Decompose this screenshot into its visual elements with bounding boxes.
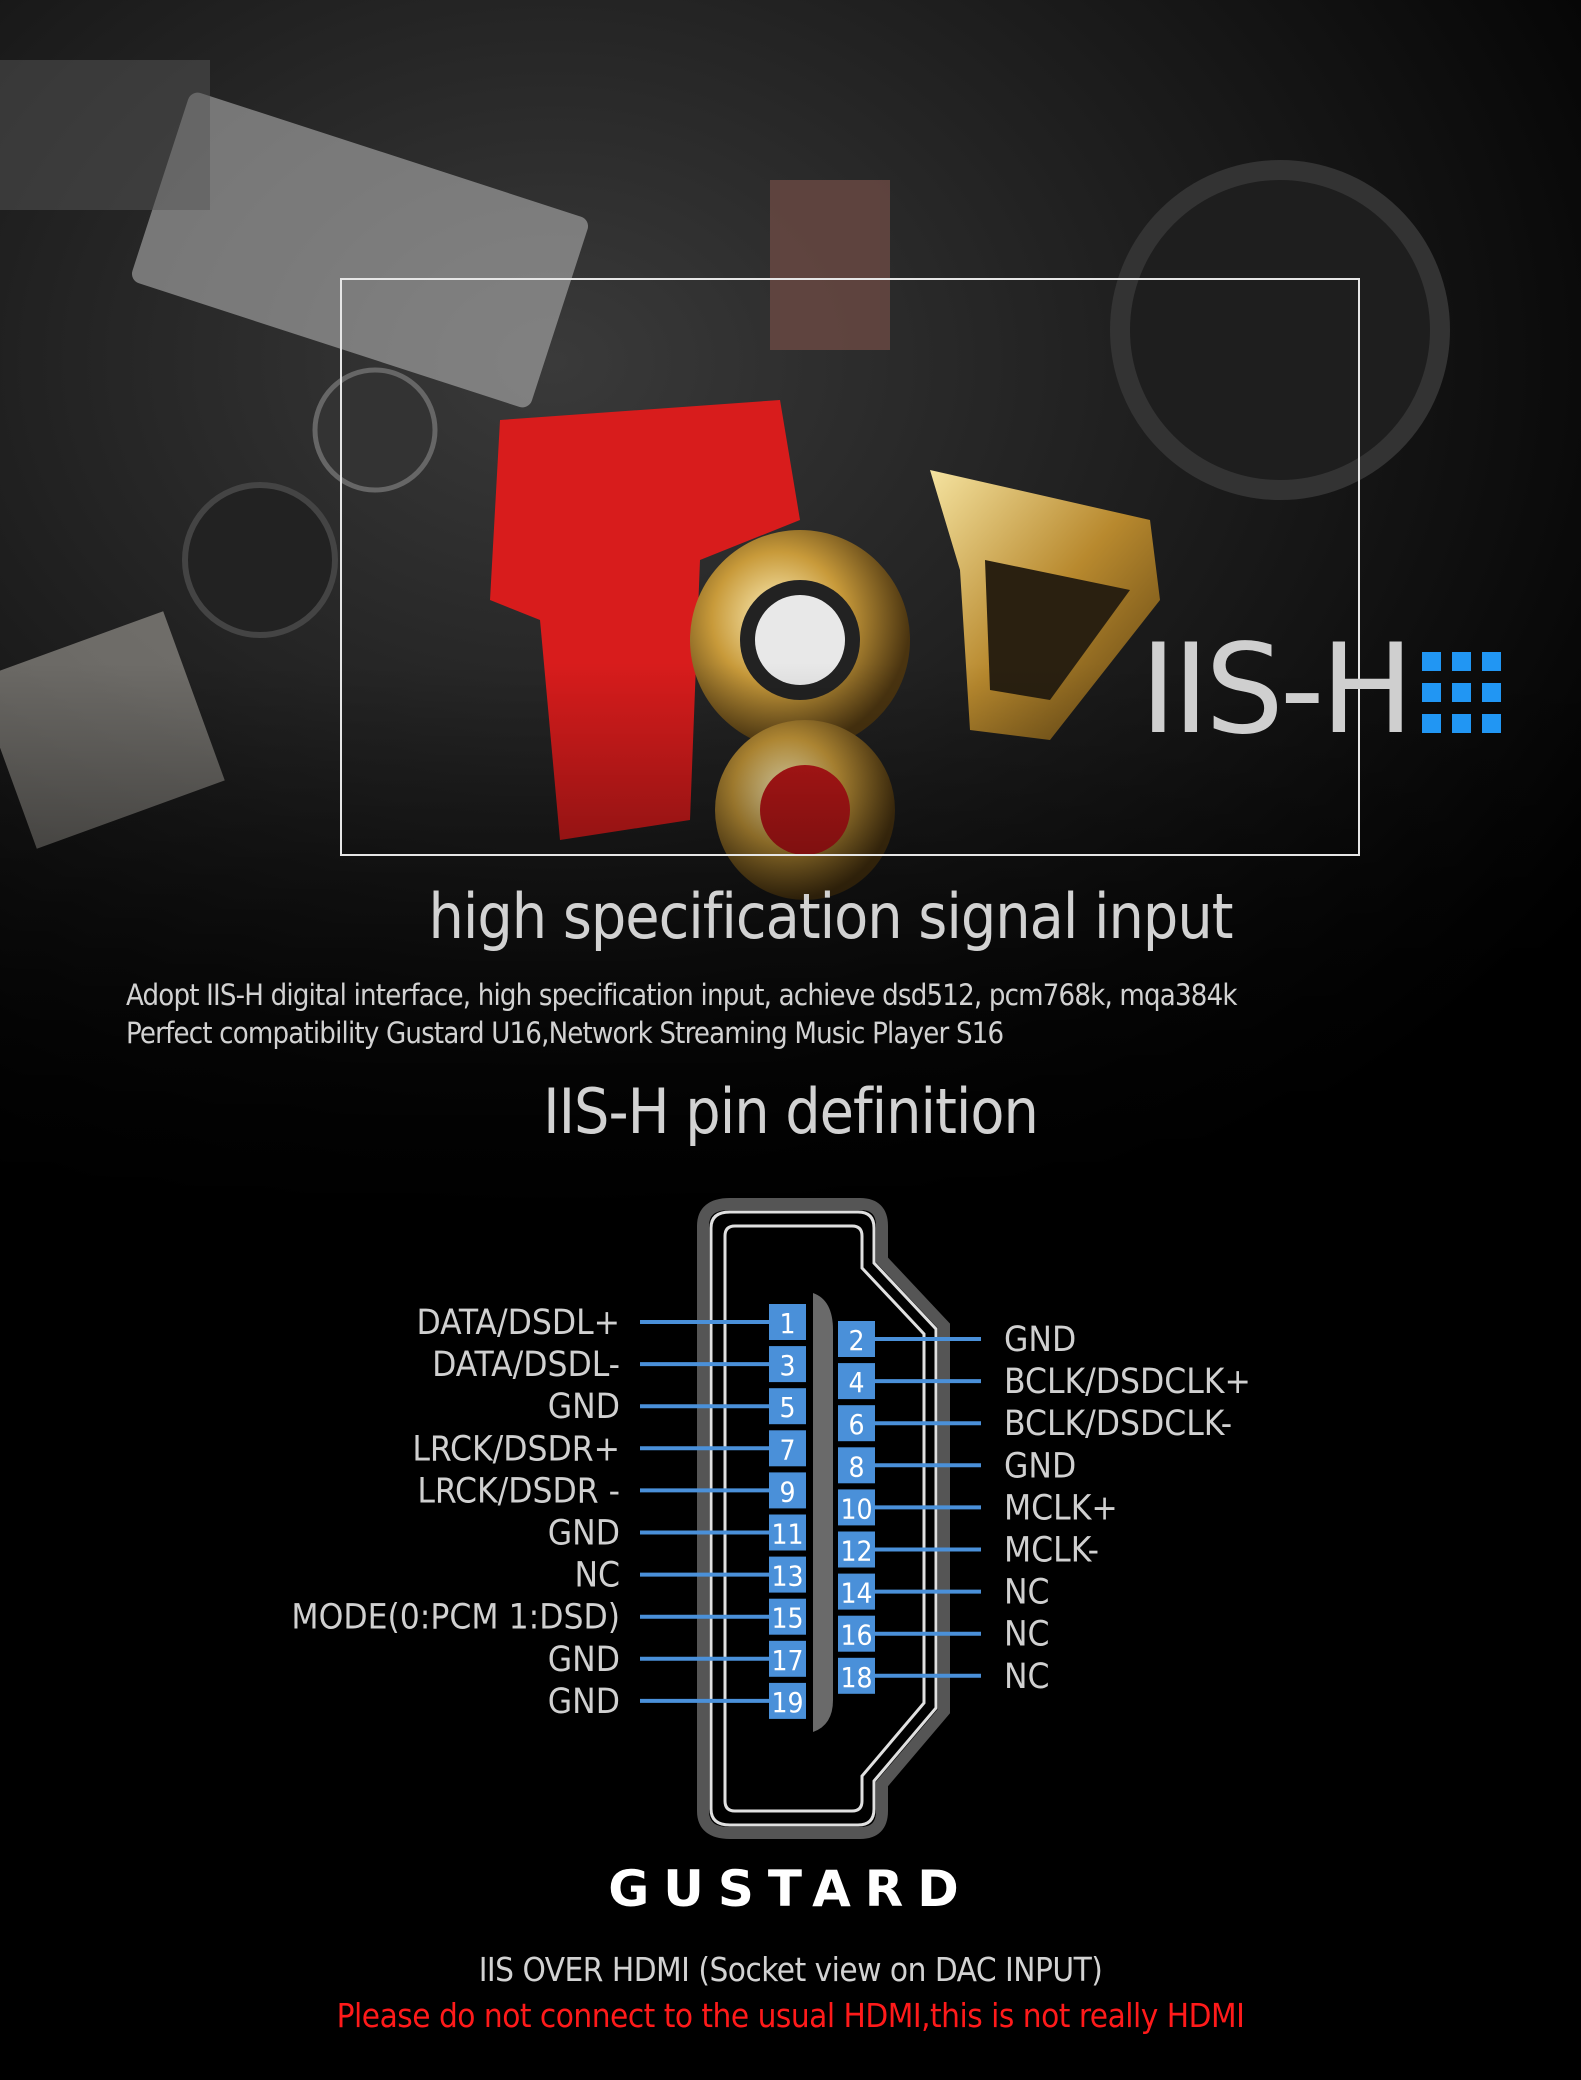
pin-row-left: 7 LRCK/DSDR+ [412, 1429, 806, 1469]
warning-text: Please do not connect to the usual HDMI,… [336, 1996, 1245, 2035]
description-line-1: Adopt IIS-H digital interface, high spec… [126, 978, 1238, 1012]
pin-number: 18 [840, 1661, 872, 1694]
pin-row-left: 9 LRCK/DSDR - [417, 1471, 806, 1511]
caption: IIS OVER HDMI (Socket view on DAC INPUT) [478, 1950, 1103, 1989]
pin-number: 16 [840, 1619, 872, 1652]
pin-label: GND [548, 1682, 620, 1722]
grid-square [1452, 714, 1471, 733]
pin-label: DATA/DSDL+ [416, 1303, 620, 1343]
pin-label: GND [1004, 1446, 1076, 1486]
pin-box [838, 1615, 875, 1652]
pin-box [838, 1405, 875, 1442]
pin-number: 9 [779, 1475, 795, 1508]
pin-number: 17 [771, 1644, 803, 1677]
pinout-diagram: 1DATA/DSDL+3DATA/DSDL-5GND7LRCK/DSDR+9LR… [291, 1198, 1251, 1839]
pin-row-right: 2 GND [838, 1320, 1076, 1360]
pin-row-right: 16 NC [838, 1615, 1050, 1655]
pin-number: 11 [771, 1518, 803, 1551]
pin-label: MCLK- [1004, 1531, 1099, 1571]
pin-row-right: 18 NC [838, 1657, 1050, 1697]
pin-label: LRCK/DSDR - [417, 1471, 620, 1511]
pin-label: NC [1004, 1657, 1050, 1697]
pin-number: 13 [771, 1560, 803, 1593]
pin-box [769, 1682, 806, 1719]
pin-row-left: 19 GND [548, 1682, 806, 1722]
pin-row-right: 12 MCLK- [838, 1531, 1099, 1571]
pin-box [838, 1531, 875, 1568]
grid-square [1482, 652, 1501, 671]
pin-box [769, 1304, 806, 1340]
section-heading: high specification signal input [428, 880, 1233, 953]
pin-number: 4 [848, 1366, 864, 1399]
pin-number: 12 [840, 1535, 872, 1568]
pin-number: 2 [848, 1324, 864, 1357]
pin-number: 8 [848, 1450, 864, 1483]
pin-row-left: 11 GND [548, 1514, 806, 1554]
pin-box [769, 1472, 806, 1509]
pin-row-left: 15 MODE(0:PCM 1:DSD) [291, 1598, 806, 1638]
pin-number: 10 [840, 1492, 872, 1525]
highlight-frame [340, 278, 1360, 856]
pin-row-left: 5 GND [548, 1387, 806, 1427]
pin-row-left: 1 DATA/DSDL+ [416, 1303, 806, 1343]
pin-box [838, 1447, 875, 1484]
pin-row-right: 4 BCLK/DSDCLK+ [838, 1362, 1251, 1402]
pin-box [769, 1640, 806, 1677]
grid-square [1482, 683, 1501, 702]
pin-label: GND [1004, 1320, 1076, 1360]
grid-square [1452, 652, 1471, 671]
grid-square [1422, 652, 1441, 671]
pin-box [769, 1598, 806, 1635]
pin-box [838, 1363, 875, 1400]
pin-label: LRCK/DSDR+ [412, 1429, 620, 1469]
connector-tongue [813, 1293, 833, 1732]
pin-box [838, 1573, 875, 1610]
pin-row-right: 8 GND [838, 1446, 1076, 1486]
pin-row-left: 17 GND [548, 1640, 806, 1680]
pin-label: BCLK/DSDCLK- [1004, 1404, 1232, 1444]
pin-box [769, 1556, 806, 1593]
pin-row-right: 6 BCLK/DSDCLK- [838, 1404, 1232, 1444]
pin-box [769, 1388, 806, 1425]
pin-row-left: 3 DATA/DSDL- [432, 1345, 806, 1385]
pin-label: NC [574, 1556, 620, 1596]
grid-square [1452, 683, 1471, 702]
pin-label: MCLK+ [1004, 1488, 1118, 1528]
pin-box [838, 1321, 875, 1357]
pin-number: 7 [779, 1433, 795, 1466]
description-line-2: Perfect compatibility Gustard U16,Networ… [126, 1016, 1004, 1050]
pin-label: BCLK/DSDCLK+ [1004, 1362, 1251, 1402]
pin-number: 19 [771, 1686, 803, 1719]
pin-row-right: 10 MCLK+ [838, 1488, 1118, 1528]
pin-number: 15 [771, 1602, 803, 1635]
iis-h-grid-icon [1422, 652, 1504, 734]
pin-label: GND [548, 1387, 620, 1427]
pin-label: DATA/DSDL- [432, 1345, 620, 1385]
pin-number: 3 [779, 1349, 795, 1382]
pin-number: 6 [848, 1408, 864, 1441]
pin-label: NC [1004, 1615, 1050, 1655]
pin-number: 5 [779, 1391, 795, 1424]
pin-row-right: 14 NC [838, 1573, 1050, 1613]
product-photo-pcb [0, 0, 1581, 1205]
grid-square [1422, 683, 1441, 702]
pin-label: NC [1004, 1573, 1050, 1613]
pin-number: 1 [779, 1307, 795, 1340]
pin-box [769, 1346, 806, 1383]
pin-definition-title: IIS-H pin definition [543, 1075, 1039, 1148]
connector-outline [697, 1198, 950, 1839]
pin-box [838, 1657, 875, 1694]
grid-square [1482, 714, 1501, 733]
iis-h-logo-text: IIS-H [1140, 618, 1414, 762]
pin-row-left: 13 NC [574, 1556, 806, 1596]
pin-number: 14 [840, 1577, 872, 1610]
pin-box [769, 1514, 806, 1551]
grid-square [1422, 714, 1441, 733]
pin-box [769, 1430, 806, 1467]
pin-label: GND [548, 1640, 620, 1680]
gustard-logo: GUSTARD [608, 1860, 973, 1918]
pin-label: GND [548, 1514, 620, 1554]
pin-label: MODE(0:PCM 1:DSD) [291, 1598, 620, 1638]
pin-box [838, 1489, 875, 1526]
